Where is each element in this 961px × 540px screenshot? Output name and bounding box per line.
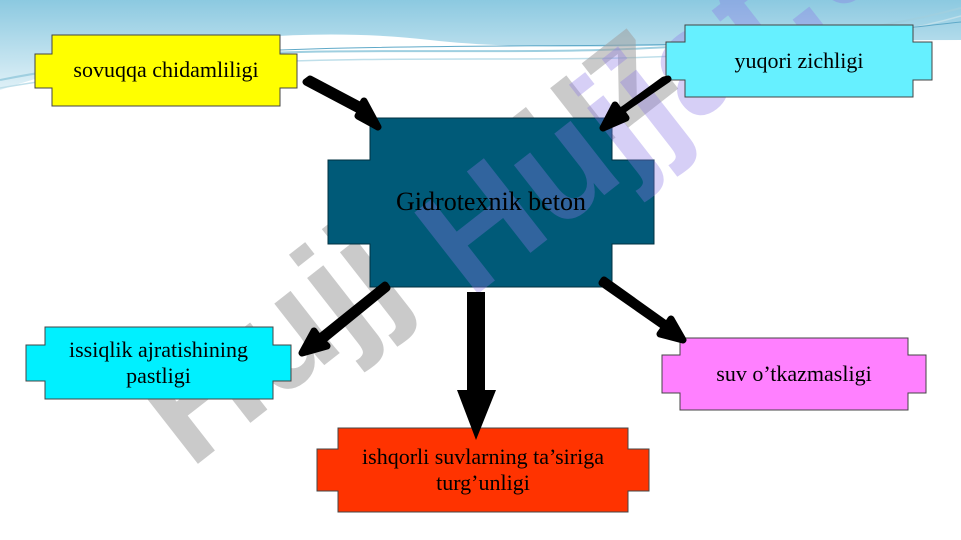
node-bottom-text-line2: turg’unligi xyxy=(436,470,530,495)
center-node-label: Gidrotexnik beton xyxy=(328,160,654,244)
top-wave-decoration xyxy=(0,0,961,90)
node-top-left: sovuqqa chidamliligi xyxy=(35,35,297,106)
node-mid-left-text-line1: issiqlik ajratishining xyxy=(68,336,249,362)
node-mid-left-shape xyxy=(25,326,292,400)
arrows xyxy=(298,75,687,440)
node-bottom-text-line1: ishqorli suvlarning ta’siriga xyxy=(362,443,604,469)
arrow-to-mid-right xyxy=(598,276,687,344)
arrow-to-mid-left xyxy=(298,281,391,357)
node-mid-left-text-line2: pastligi xyxy=(126,363,191,388)
node-top-right-text: yuqori zichligi xyxy=(734,47,864,73)
arrow-to-bottom xyxy=(457,292,496,440)
node-mid-right-text: suv o’tkazmasligi xyxy=(716,360,872,386)
center-node-text: Gidrotexnik beton xyxy=(396,187,586,217)
node-bottom-shape xyxy=(316,427,650,513)
node-top-right: yuqori zichligi xyxy=(666,25,932,97)
node-top-left-shape xyxy=(34,34,298,107)
node-mid-right: suv o’tkazmasligi xyxy=(662,338,926,410)
node-mid-left: issiqlik ajratishining pastligi xyxy=(26,327,291,399)
node-bottom: ishqorli suvlarning ta’siriga turg’unlig… xyxy=(317,428,649,512)
arrow-from-top-left xyxy=(302,75,382,131)
node-top-right-shape xyxy=(665,24,933,98)
node-mid-right-shape xyxy=(661,337,927,411)
node-top-left-text: sovuqqa chidamliligi xyxy=(73,57,259,83)
arrow-from-top-right xyxy=(599,75,672,132)
